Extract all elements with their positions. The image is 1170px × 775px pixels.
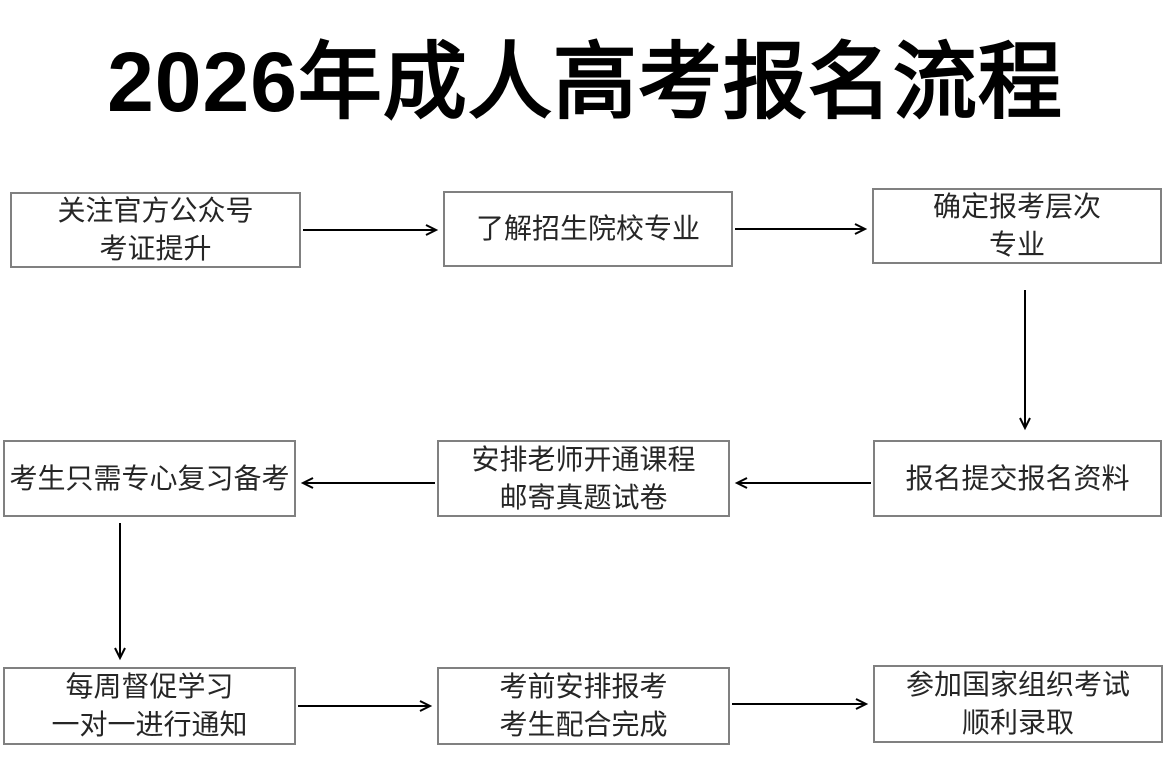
flow-node-pre-exam-arrangement: 考前安排报考 考生配合完成: [437, 667, 730, 745]
flow-node-follow-official-account: 关注官方公众号 考证提升: [10, 192, 301, 268]
flow-node-submit-materials: 报名提交报名资料: [873, 440, 1162, 517]
flow-node-take-exam-admission: 参加国家组织考试 顺利录取: [873, 665, 1163, 743]
flow-node-confirm-level-major: 确定报考层次 专业: [872, 188, 1162, 264]
flow-node-focus-on-review: 考生只需专心复习备考: [3, 440, 296, 517]
flow-node-weekly-supervision: 每周督促学习 一对一进行通知: [3, 667, 296, 745]
page-title: 2026年成人高考报名流程: [107, 35, 1063, 129]
flow-node-teacher-course-papers: 安排老师开通课程 邮寄真题试卷: [437, 440, 730, 517]
flow-node-learn-school-majors: 了解招生院校专业: [443, 191, 733, 267]
